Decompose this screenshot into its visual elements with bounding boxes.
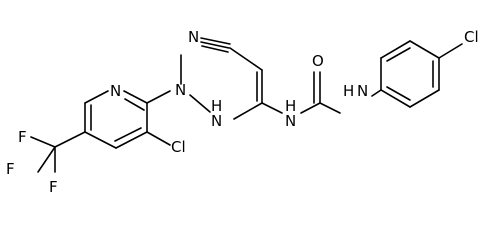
hydrazine-hydrogen-label: H bbox=[211, 97, 222, 115]
pyridine-chlorine-label: Cl bbox=[171, 138, 186, 156]
atom-labels: N N N H N H N O H N Cl Cl F F F bbox=[6, 28, 479, 196]
fluorine-bottom-label: F bbox=[49, 178, 58, 196]
bond-lines bbox=[30, 37, 463, 173]
urea-nh1-nitrogen-label: N bbox=[285, 112, 296, 130]
urea-nh1-hydrogen-label: H bbox=[285, 97, 296, 115]
structure-canvas: N N N H N H N O H N Cl Cl F F F bbox=[6, 28, 479, 196]
molecule-drawing: N N N H N H N O H N Cl Cl F F F bbox=[6, 28, 479, 196]
phenyl-chlorine-label: Cl bbox=[464, 28, 479, 46]
pyridine-nitrogen-label: N bbox=[110, 82, 121, 100]
urea-nh2-hydrogen-label: H bbox=[343, 82, 354, 100]
hydrazine-nitrogen-label: N bbox=[211, 112, 222, 130]
fluorine-top-label: F bbox=[18, 128, 27, 146]
fluorine-left-label: F bbox=[6, 160, 15, 178]
nitrile-nitrogen-label: N bbox=[188, 28, 199, 46]
urea-nh2-nitrogen-label: N bbox=[357, 82, 368, 100]
carbonyl-oxygen-label: O bbox=[312, 52, 324, 70]
methyl-nitrogen-label: N bbox=[175, 81, 186, 99]
